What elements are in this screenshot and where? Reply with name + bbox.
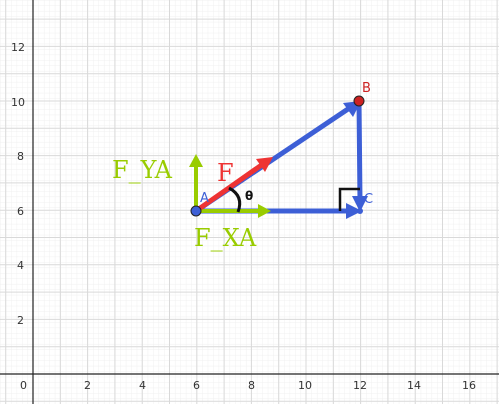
x-tick: 12 <box>353 379 367 392</box>
fx-label: F_XA <box>194 224 257 252</box>
arrowhead-BC <box>352 196 368 212</box>
x-tick: 8 <box>248 379 255 392</box>
y-tick-labels: 2 4 6 8 10 12 <box>11 41 25 327</box>
right-angle-marker <box>338 187 360 211</box>
point-label-A: A <box>200 191 209 206</box>
arrowhead-fx <box>258 204 271 218</box>
point-B <box>353 95 365 107</box>
y-tick: 4 <box>17 259 24 272</box>
y-tick: 8 <box>17 150 24 163</box>
arrowhead-AC <box>346 203 362 219</box>
vector-BC <box>356 98 363 205</box>
y-tick: 12 <box>11 41 25 54</box>
fy-label: F_YA <box>112 156 173 184</box>
y-tick: 2 <box>17 314 24 327</box>
y-tick: 6 <box>17 205 24 218</box>
x-tick: 2 <box>84 379 91 392</box>
angle-arc <box>228 186 242 213</box>
point-C <box>357 208 363 214</box>
component-vectors <box>189 154 271 218</box>
x-tick: 4 <box>139 379 146 392</box>
x-tick: 14 <box>407 379 421 392</box>
x-tick: 10 <box>298 379 312 392</box>
y-tick: 10 <box>11 96 25 109</box>
angle-label: θ <box>245 189 253 203</box>
x-tick: 6 <box>193 379 200 392</box>
point-A <box>190 205 202 217</box>
point-label-C: C <box>364 192 373 207</box>
x-tick: 0 <box>20 379 27 392</box>
point-label-B: B <box>362 81 371 96</box>
arrowhead-fy <box>189 154 203 167</box>
force-label: F <box>217 159 234 187</box>
x-tick-labels: 0 2 4 6 8 10 12 14 16 <box>20 379 476 392</box>
x-tick: 16 <box>462 379 476 392</box>
arrowhead-F <box>256 157 273 172</box>
